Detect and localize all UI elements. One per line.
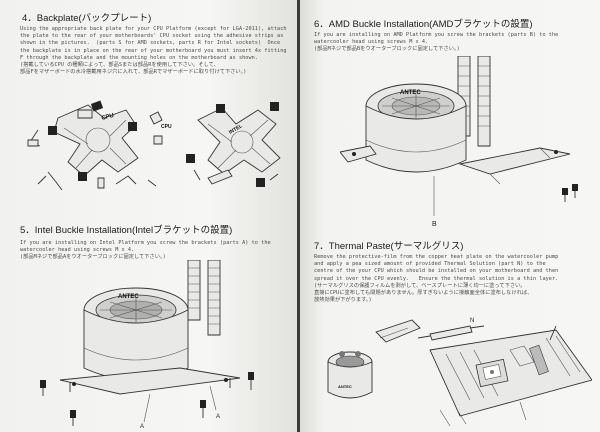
amd-buckle-line: watercooler head using screws M x 4.	[314, 39, 429, 46]
thermal-paste-line: spread it over the CPU evenly. Ensure th…	[314, 275, 559, 282]
backplate-instructions: Using the appropriate back plate for you…	[20, 26, 287, 76]
part-b-label: B	[432, 221, 437, 228]
backplate-label-cpu-2: CPU	[161, 124, 172, 130]
backplate-label-cpu: CPU	[101, 113, 115, 122]
part-n-label: N	[470, 318, 474, 324]
intel-buckle-line: If you are installing on Intel Platform …	[20, 240, 271, 246]
amd-buckle-line: If you are installing on AMD Platform yo…	[314, 32, 559, 38]
intel-buckle-line: (部品Mネジで部品Aをウオーターブロックに固定して下さい。)	[20, 254, 166, 261]
thermal-paste-line: 直接にCPUに塗布しても問題がありません。厚すぎないように接触面全体に塗布しなけ…	[314, 290, 533, 297]
part-a-label-2: A	[216, 414, 220, 420]
backplate-line: the backplate is in place on the rear of…	[20, 47, 287, 54]
amd-buckle-heading: 6．AMD Buckle Installation(AMDブラケットの設置)	[314, 19, 533, 30]
intel-buckle-diagram: ANTEC A A	[40, 260, 254, 430]
manual-left-page: 4．Backplate(バックプレート) Using the appropria…	[0, 0, 297, 432]
backplate-line: F through the backplate and the mounting…	[20, 54, 258, 61]
amd-buckle-line: (部品Mネジで部品Bをウオーターブロックに固定して下さい。)	[314, 46, 460, 53]
thermal-paste-line: centre of the your CPU which should be i…	[314, 268, 559, 275]
amd-pump-brand-label: ANTEC	[400, 90, 421, 96]
thermal-paste-heading: 7．Thermal Paste(サーマルグリス)	[314, 241, 464, 252]
thermal-paste-line: Remove the protective-film from the copp…	[314, 254, 559, 260]
intel-buckle-heading: 5．Intel Buckle Installation(Intelブラケットの設…	[20, 225, 233, 236]
backplate-line: 部品Fをマザーボードの水冷搭載用ネジ穴に入れて、部品Rでマザーボードに取り付けて…	[20, 69, 247, 76]
backplate-diagram: CPU CPU INTEL	[18, 100, 290, 205]
intel-buckle-line: watercooler head using screws M x 4.	[20, 247, 135, 254]
thermal-paste-line: (サーマルグリスの保護フィルムを剥がして、ベースプレートに薄く均一に塗って下さい…	[314, 282, 526, 289]
thermal-paste-instructions: Remove the protective-film from the copp…	[314, 254, 558, 304]
thermal-paste-diagram: ANTEC N	[320, 318, 592, 432]
backplate-heading: 4．Backplate(バックプレート)	[22, 13, 152, 24]
backplate-line: (搭載しているCPU の種類によって、部品Sまたは部品Rを使用して下さい。そして…	[20, 62, 219, 69]
thermal-pump-brand-label: ANTEC	[338, 384, 352, 389]
backplate-line: Using the appropriate back plate for you…	[20, 26, 287, 32]
backplate-line: the plate to the rear of your motherboar…	[20, 33, 284, 40]
intel-backplate-illustration	[186, 102, 280, 187]
backplate-line: shown in the pictures. (parts S for AMD …	[20, 40, 281, 47]
thermal-paste-line: 放熱効果が下がります。)	[314, 297, 372, 304]
amd-buckle-diagram: ANTEC B	[340, 56, 578, 228]
intel-buckle-instructions: If you are installing on Intel Platform …	[20, 240, 271, 262]
book-gutter	[297, 0, 300, 432]
manual-right-page: 6．AMD Buckle Installation(AMDブラケットの設置) I…	[300, 0, 600, 432]
part-a-label: A	[140, 424, 144, 430]
amd-buckle-instructions: If you are installing on AMD Platform yo…	[314, 32, 558, 54]
thermal-paste-line: and apply a pea sized amount of provided…	[314, 261, 546, 268]
pump-brand-label: ANTEC	[118, 294, 139, 300]
amd-backplate-illustration	[28, 100, 156, 190]
